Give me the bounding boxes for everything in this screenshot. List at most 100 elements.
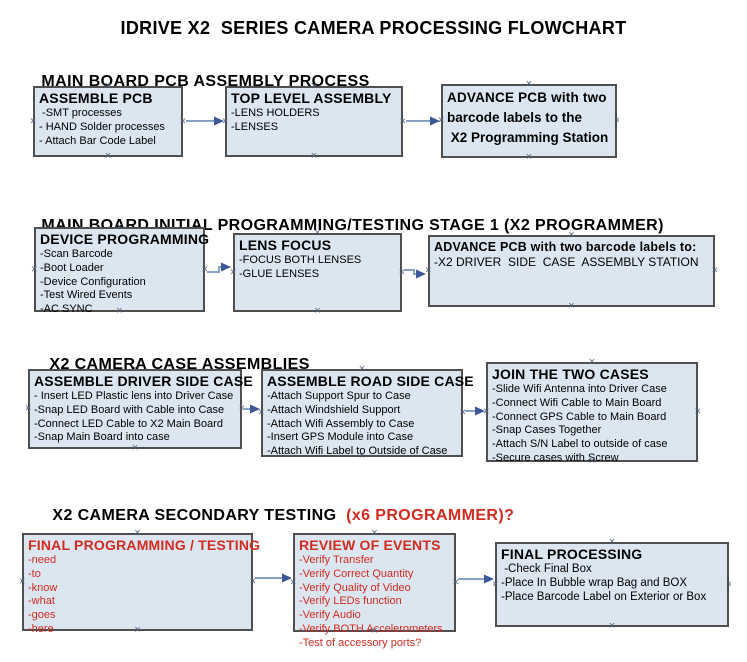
- connection-handle-icon: ×: [399, 115, 406, 127]
- box-line: -Connect Wifi Cable to Main Board: [492, 396, 662, 409]
- box-line: -here: [28, 622, 54, 635]
- flow-box-advance-pcb-programming-station[interactable]: ADVANCE PCB with two barcode labels to t…: [438, 79, 620, 163]
- connection-handle-icon: ×: [249, 575, 256, 588]
- box-line: -FOCUS BOTH LENSES: [239, 254, 362, 266]
- box-line: -Verify Quality of Video: [299, 581, 411, 594]
- box-line: -Test of accessory ports?: [299, 636, 422, 649]
- box-line: -Snap Main Board into case: [34, 431, 170, 444]
- connection-handle-icon: ×: [568, 300, 575, 312]
- connection-handle-icon: ×: [104, 150, 112, 162]
- box-title: FINAL PROGRAMMING / TESTING: [28, 537, 261, 553]
- connection-handle-icon: ×: [525, 151, 533, 163]
- connection-handle-icon: ×: [314, 305, 321, 317]
- box-line: -Scan Barcode: [40, 248, 113, 260]
- connection-handle-icon: ×: [25, 402, 32, 415]
- box-title: REVIEW OF EVENTS: [299, 537, 441, 553]
- box-line: -LENS HOLDERS: [231, 107, 320, 119]
- flow-box-join-the-two-cases[interactable]: JOIN THE TWO CASES -Slide Wifi Antenna i…: [483, 357, 701, 467]
- section-heading-text: X2 CAMERA CASE ASSEMBLIES: [49, 356, 310, 373]
- connection-handle-icon: ×: [30, 115, 37, 127]
- box-line: -Attach S/N Label to outside of case: [492, 438, 668, 451]
- box-title: ASSEMBLE ROAD SIDE CASE: [267, 373, 474, 389]
- box-line: -what: [28, 595, 55, 608]
- box-line: barcode labels to the: [447, 110, 583, 125]
- box-line: -Slide Wifi Antenna into Driver Case: [492, 383, 667, 395]
- section-heading-text: X2 CAMERA SECONDARY TESTING: [52, 507, 342, 524]
- box-line: -Attach Windshield Support: [267, 403, 401, 416]
- box-title: FINAL PROCESSING: [501, 546, 643, 562]
- box-line: -Test Wired Events: [40, 289, 133, 302]
- connection-handle-icon: ×: [725, 578, 732, 590]
- flow-box-assemble-pcb[interactable]: ASSEMBLE PCB -SMT processes - HAND Solde…: [30, 81, 186, 162]
- page-title: IDRIVE X2 SERIES CAMERA PROCESSING FLOWC…: [120, 18, 627, 38]
- connection-handle-icon: ×: [483, 405, 490, 418]
- flow-arrow-icon: [244, 404, 260, 414]
- flow-box-final-processing[interactable]: FINAL PROCESSING -Check Final Box -Place…: [492, 537, 732, 632]
- connection-handle-icon: ×: [290, 576, 297, 588]
- box-line: -Connect GPS Cable to Main Board: [492, 410, 667, 423]
- connection-handle-icon: ×: [222, 115, 229, 127]
- connection-handle-icon: ×: [398, 266, 405, 278]
- connection-handle-icon: ×: [238, 402, 245, 415]
- flow-box-device-programming[interactable]: DEVICE PROGRAMMING -Scan Barcode -Boot L…: [31, 222, 209, 317]
- box-title: TOP LEVEL ASSEMBLY: [231, 90, 392, 106]
- box-line: -Place In Bubble wrap Bag and BOX: [501, 576, 688, 589]
- flow-box-top-level-assembly[interactable]: TOP LEVEL ASSEMBLY -LENS HOLDERS -LENSES…: [222, 81, 406, 162]
- section-heading-case-assemblies: X2 CAMERA CASE ASSEMBLIES: [30, 338, 310, 392]
- flow-arrow-icon: [186, 116, 224, 126]
- box-line: -SMT processes: [39, 107, 122, 119]
- connection-handle-icon: ×: [230, 266, 237, 278]
- flow-arrow-icon: [406, 116, 440, 126]
- box-line: -Attach Wifi Label to Outside of Case: [267, 445, 448, 458]
- connection-handle-icon: ×: [438, 114, 445, 127]
- box-line: -LENSES: [231, 120, 279, 133]
- flow-box-review-of-events[interactable]: REVIEW OF EVENTS -Verify Transfer -Verif…: [290, 528, 459, 649]
- box-line: -Snap LED Board with Cable into Case: [34, 403, 225, 416]
- flow-box-lens-focus[interactable]: LENS FOCUS -FOCUS BOTH LENSES -GLUE LENS…: [230, 228, 405, 317]
- flow-box-final-programming-testing[interactable]: FINAL PROGRAMMING / TESTING -need -to -k…: [19, 528, 261, 636]
- flow-arrow-icon: [207, 262, 231, 273]
- box-line: -Secure cases with Screw: [492, 451, 619, 464]
- box-line: -Verify LEDs function: [299, 595, 402, 608]
- box-title: ASSEMBLE PCB: [39, 90, 153, 106]
- connection-handle-icon: ×: [179, 115, 186, 127]
- box-line: -Verify Audio: [299, 609, 361, 622]
- box-line: -Snap Cases Together: [492, 424, 602, 437]
- box-line: -Device Configuration: [40, 275, 146, 288]
- box-title: ADVANCE PCB with two barcode labels to:: [434, 240, 697, 254]
- flow-box-advance-pcb-driver-side-station[interactable]: ADVANCE PCB with two barcode labels to: …: [425, 230, 718, 312]
- connection-handle-icon: ×: [19, 575, 26, 588]
- box-line: -Attach Wifi Assembly to Case: [267, 417, 415, 430]
- box-title: LENS FOCUS: [239, 237, 332, 253]
- flow-box-assemble-driver-side-case[interactable]: ASSEMBLE DRIVER SIDE CASE - Insert LED P…: [25, 364, 253, 454]
- connection-handle-icon: ×: [492, 578, 499, 590]
- section-heading-red-text: (x6 PROGRAMMER)?: [341, 507, 515, 524]
- box-line: -goes: [28, 609, 56, 622]
- box-line: -Connect LED Cable to X2 Main Board: [34, 417, 223, 430]
- box-line: -Place Barcode Label on Exterior or Box: [501, 590, 707, 603]
- box-line: X2 Programming Station: [447, 130, 609, 145]
- box-line: -Verify Correct Quantity: [299, 567, 414, 580]
- box-title: JOIN THE TWO CASES: [492, 366, 649, 382]
- flow-arrow-icon: [458, 574, 494, 584]
- connection-handle-icon: ×: [258, 406, 265, 419]
- connection-handle-icon: ×: [31, 263, 38, 275]
- connection-handle-icon: ×: [694, 405, 701, 418]
- connection-handle-icon: ×: [452, 576, 459, 588]
- box-line: -to: [28, 567, 41, 580]
- box-line: -Verify Transfer: [299, 554, 374, 566]
- connection-handle-icon: ×: [608, 620, 616, 632]
- section-heading-secondary-testing: X2 CAMERA SECONDARY TESTING (x6 PROGRAMM…: [33, 489, 514, 543]
- connection-handle-icon: ×: [201, 263, 208, 275]
- connection-handle-icon: ×: [711, 264, 718, 277]
- section-heading-pcb-assembly: MAIN BOARD PCB ASSEMBLY PROCESS: [22, 55, 370, 109]
- flow-box-assemble-road-side-case[interactable]: ASSEMBLE ROAD SIDE CASE -Attach Support …: [258, 364, 474, 462]
- connection-handle-icon: ×: [425, 264, 432, 277]
- box-line: - Attach Bar Code Label: [39, 134, 156, 147]
- connection-handle-icon: ×: [310, 150, 318, 162]
- connection-handle-icon: ×: [459, 406, 466, 419]
- box-line: -Boot Loader: [40, 261, 104, 274]
- box-line: - HAND Solder processes: [39, 120, 165, 133]
- box-title: ADVANCE PCB with two: [447, 90, 607, 105]
- box-title: ASSEMBLE DRIVER SIDE CASE: [34, 373, 253, 389]
